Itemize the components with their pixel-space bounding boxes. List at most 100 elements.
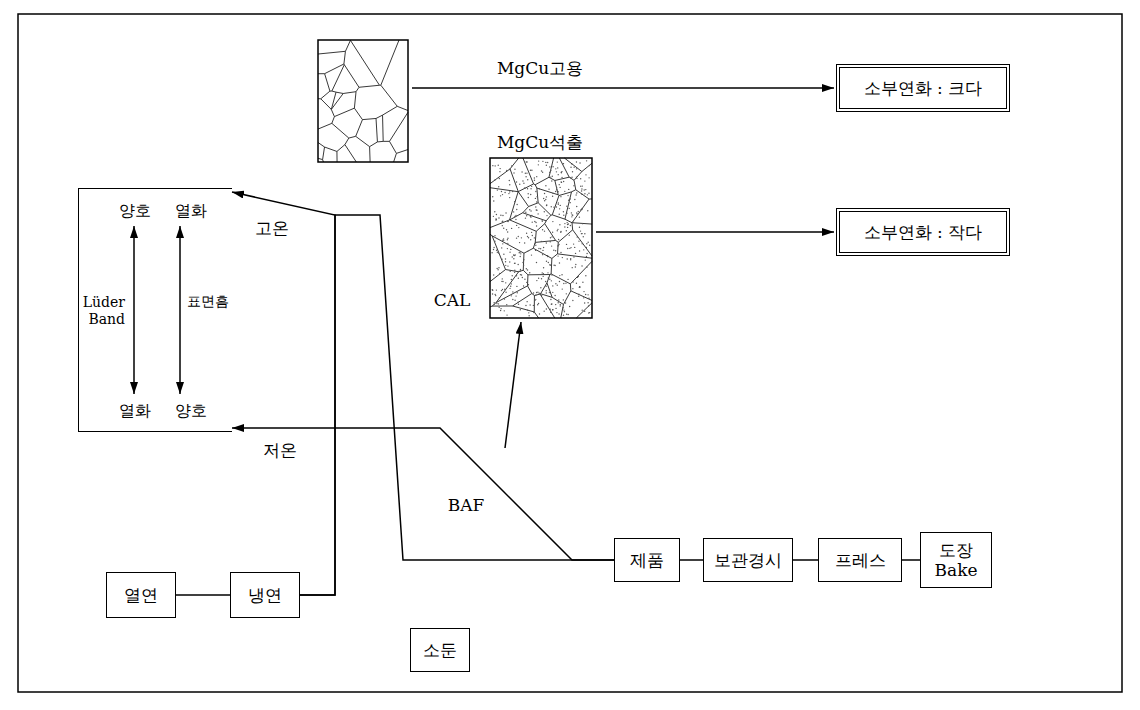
precipitate-dot xyxy=(538,278,539,279)
precipitate-dot xyxy=(584,311,585,312)
precipitate-dot xyxy=(535,222,536,223)
precipitate-dot xyxy=(580,230,581,231)
precipitate-dot xyxy=(559,214,560,215)
precipitate-dot xyxy=(517,264,518,265)
precipitate-dot xyxy=(493,249,494,250)
precipitate-dot xyxy=(524,188,525,189)
precipitate-dot xyxy=(585,189,586,190)
precipitate-dot xyxy=(538,160,539,161)
precipitate-dot xyxy=(499,297,500,298)
precipitate-dot xyxy=(493,216,494,217)
precipitate-dot xyxy=(515,215,516,216)
precipitate-dot xyxy=(511,165,512,166)
precipitate-dot xyxy=(501,247,502,248)
precipitate-dot xyxy=(535,206,536,207)
precipitate-dot xyxy=(499,168,500,169)
precipitate-dot xyxy=(566,206,567,207)
precipitate-dot xyxy=(564,223,565,224)
precipitate-dot xyxy=(573,256,574,257)
precipitate-dot xyxy=(519,184,520,185)
precipitate-dot xyxy=(520,253,521,254)
precipitate-dot xyxy=(562,288,563,289)
precipitate-dot xyxy=(565,282,566,283)
precipitate-dot xyxy=(509,169,510,170)
precipitate-dot xyxy=(560,252,561,253)
precipitate-dot xyxy=(518,236,519,237)
precipitate-dot xyxy=(561,182,562,183)
precipitate-dot xyxy=(493,302,494,303)
precipitate-dot xyxy=(514,201,515,202)
precipitate-dot xyxy=(536,201,537,202)
precipitate-dot xyxy=(580,186,581,187)
precipitate-dot xyxy=(500,308,501,309)
precipitate-dot xyxy=(528,315,529,316)
precipitate-dot xyxy=(574,199,575,200)
precipitate-dot xyxy=(505,258,506,259)
precipitate-dot xyxy=(503,238,504,239)
double-arrow xyxy=(179,226,181,394)
precipitate-dot xyxy=(507,248,508,249)
process-box: 프레스 xyxy=(818,538,902,582)
precipitate-dot xyxy=(502,221,503,222)
precipitate-dot xyxy=(493,200,494,201)
precipitate-dot xyxy=(560,304,561,305)
precipitate-dot xyxy=(507,238,508,239)
precipitate-dot xyxy=(550,312,551,313)
node-text: 소부연화 : 크다 xyxy=(864,78,983,98)
precipitate-dot xyxy=(557,245,558,246)
precipitate-dot xyxy=(571,176,572,177)
precipitate-dot xyxy=(511,228,512,229)
precipitate-dot xyxy=(578,293,579,294)
process-box: 제품 xyxy=(614,538,680,582)
result-box: 소부연화 : 크다 xyxy=(836,64,1010,112)
precipitate-dot xyxy=(582,309,583,310)
precipitate-dot xyxy=(552,193,553,194)
precipitate-dot xyxy=(581,208,582,209)
precipitate-dot xyxy=(556,187,557,188)
precipitate-dot xyxy=(570,177,571,178)
precipitate-dot xyxy=(552,166,553,167)
precipitate-dot xyxy=(503,254,504,255)
precipitate-dot xyxy=(543,247,544,248)
precipitate-dot xyxy=(575,194,576,195)
precipitate-dot xyxy=(498,252,499,253)
node-text: 양호 xyxy=(175,401,207,420)
micrograph-border xyxy=(490,158,592,318)
precipitate-dot xyxy=(525,176,526,177)
precipitate-dot xyxy=(497,252,498,253)
precipitate-dot xyxy=(539,313,540,314)
precipitate-dot xyxy=(538,164,539,165)
precipitate-dot xyxy=(522,277,523,278)
precipitate-dot xyxy=(492,165,493,166)
precipitate-dot xyxy=(533,312,534,313)
precipitate-dot xyxy=(514,270,515,271)
precipitate-dot xyxy=(498,217,499,218)
precipitate-dot xyxy=(494,165,495,166)
precipitate-dot xyxy=(588,312,589,313)
precipitate-dot xyxy=(587,194,588,195)
precipitate-dot xyxy=(503,240,504,241)
precipitate-dot xyxy=(559,184,560,185)
precipitate-dot xyxy=(588,177,589,178)
precipitate-dot xyxy=(516,225,517,226)
precipitate-dot xyxy=(576,236,577,237)
precipitate-dot xyxy=(529,272,530,273)
precipitate-dot xyxy=(516,209,517,210)
node-text: 보관경시 xyxy=(714,550,782,570)
precipitate-dot xyxy=(557,191,558,192)
precipitate-dot xyxy=(585,259,586,260)
precipitate-dot xyxy=(563,299,564,300)
precipitate-dot xyxy=(558,202,559,203)
precipitate-dot xyxy=(500,195,501,196)
precipitate-dot xyxy=(518,278,519,279)
precipitate-dot xyxy=(546,165,547,166)
precipitate-dot xyxy=(511,279,512,280)
precipitate-dot xyxy=(567,258,568,259)
precipitate-dot xyxy=(504,310,505,311)
precipitate-dot xyxy=(578,276,579,277)
precipitate-dot xyxy=(494,240,495,241)
precipitate-dot xyxy=(563,163,564,164)
precipitate-dot xyxy=(550,299,551,300)
precipitate-dot xyxy=(519,252,520,253)
precipitate-dot xyxy=(589,245,590,246)
